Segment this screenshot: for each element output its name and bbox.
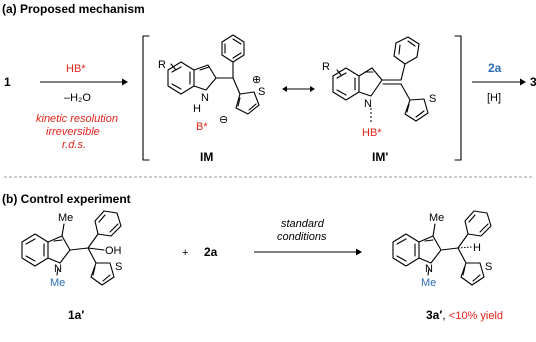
substrate-oh: OH bbox=[105, 245, 122, 257]
product-n: N bbox=[425, 263, 433, 275]
substrate-n-methyl: Me bbox=[50, 277, 65, 289]
step2-arrow bbox=[472, 78, 526, 86]
im-plus-charge: ⊕ bbox=[252, 74, 261, 86]
plus-sign: + bbox=[182, 247, 188, 259]
substrate-thiophene-s: S bbox=[115, 261, 122, 273]
conditions-line2: conditions bbox=[277, 231, 327, 243]
im-minus-charge: ⊖ bbox=[219, 114, 228, 126]
product-label-separator: , bbox=[442, 308, 449, 322]
im-prime-n-label: N bbox=[364, 98, 372, 110]
product-n-methyl: Me bbox=[421, 277, 436, 289]
substrate-n: N bbox=[54, 263, 62, 275]
step1-arrow bbox=[40, 78, 128, 86]
start-compound-label: 1 bbox=[4, 75, 11, 89]
product-methyl-top: Me bbox=[429, 212, 444, 224]
im-prime-label: IM' bbox=[372, 150, 388, 164]
conditions-arrow bbox=[254, 248, 362, 256]
im-thiophene-s: S bbox=[258, 86, 265, 98]
im-prime-thiophene-s: S bbox=[429, 93, 436, 105]
reductant-label: [H] bbox=[487, 92, 501, 104]
product-thiophene-s: S bbox=[485, 261, 492, 273]
substrate-1a-prime-label: 1a′ bbox=[68, 308, 84, 322]
conditions-line1: standard bbox=[281, 218, 325, 230]
im-label: IM bbox=[200, 150, 213, 164]
im-structure bbox=[167, 34, 260, 115]
substrate-methyl-top: Me bbox=[58, 212, 73, 224]
right-bracket bbox=[454, 35, 462, 161]
product-3-label: 3 bbox=[530, 75, 536, 89]
im-n-label: N bbox=[201, 92, 209, 104]
catalyst-label: HB* bbox=[66, 63, 86, 75]
product-label-line: 3a′, <10% yield bbox=[426, 308, 503, 322]
product-h: H bbox=[473, 242, 481, 254]
product-yield: <10% yield bbox=[449, 310, 503, 322]
water-loss-label: –H₂O bbox=[64, 92, 91, 104]
product-3a-prime-label: 3a′ bbox=[426, 308, 442, 322]
reagent-2a: 2a bbox=[488, 61, 502, 75]
resonance-arrow bbox=[282, 86, 315, 92]
kinetic-resolution-note: kinetic resolution bbox=[36, 113, 118, 125]
im-nh-label: H bbox=[193, 103, 201, 115]
im-prime-hb-label: HB* bbox=[362, 127, 382, 139]
section-a-title: (a) Proposed mechanism bbox=[2, 2, 145, 16]
irreversible-note: irreversible bbox=[46, 126, 100, 138]
im-prime-r-group: R bbox=[322, 61, 330, 73]
im-prime-structure bbox=[332, 36, 429, 124]
section-b-title: (b) Control experiment bbox=[2, 192, 131, 206]
product-3a-prime-structure bbox=[392, 210, 492, 286]
im-counter-ion: B* bbox=[196, 121, 208, 133]
im-r-group: R bbox=[158, 59, 166, 71]
substrate-1a-prime-structure bbox=[21, 210, 122, 286]
left-bracket bbox=[142, 35, 150, 161]
control-reagent-2a: 2a bbox=[204, 245, 218, 259]
rds-note: r.d.s. bbox=[62, 139, 86, 151]
